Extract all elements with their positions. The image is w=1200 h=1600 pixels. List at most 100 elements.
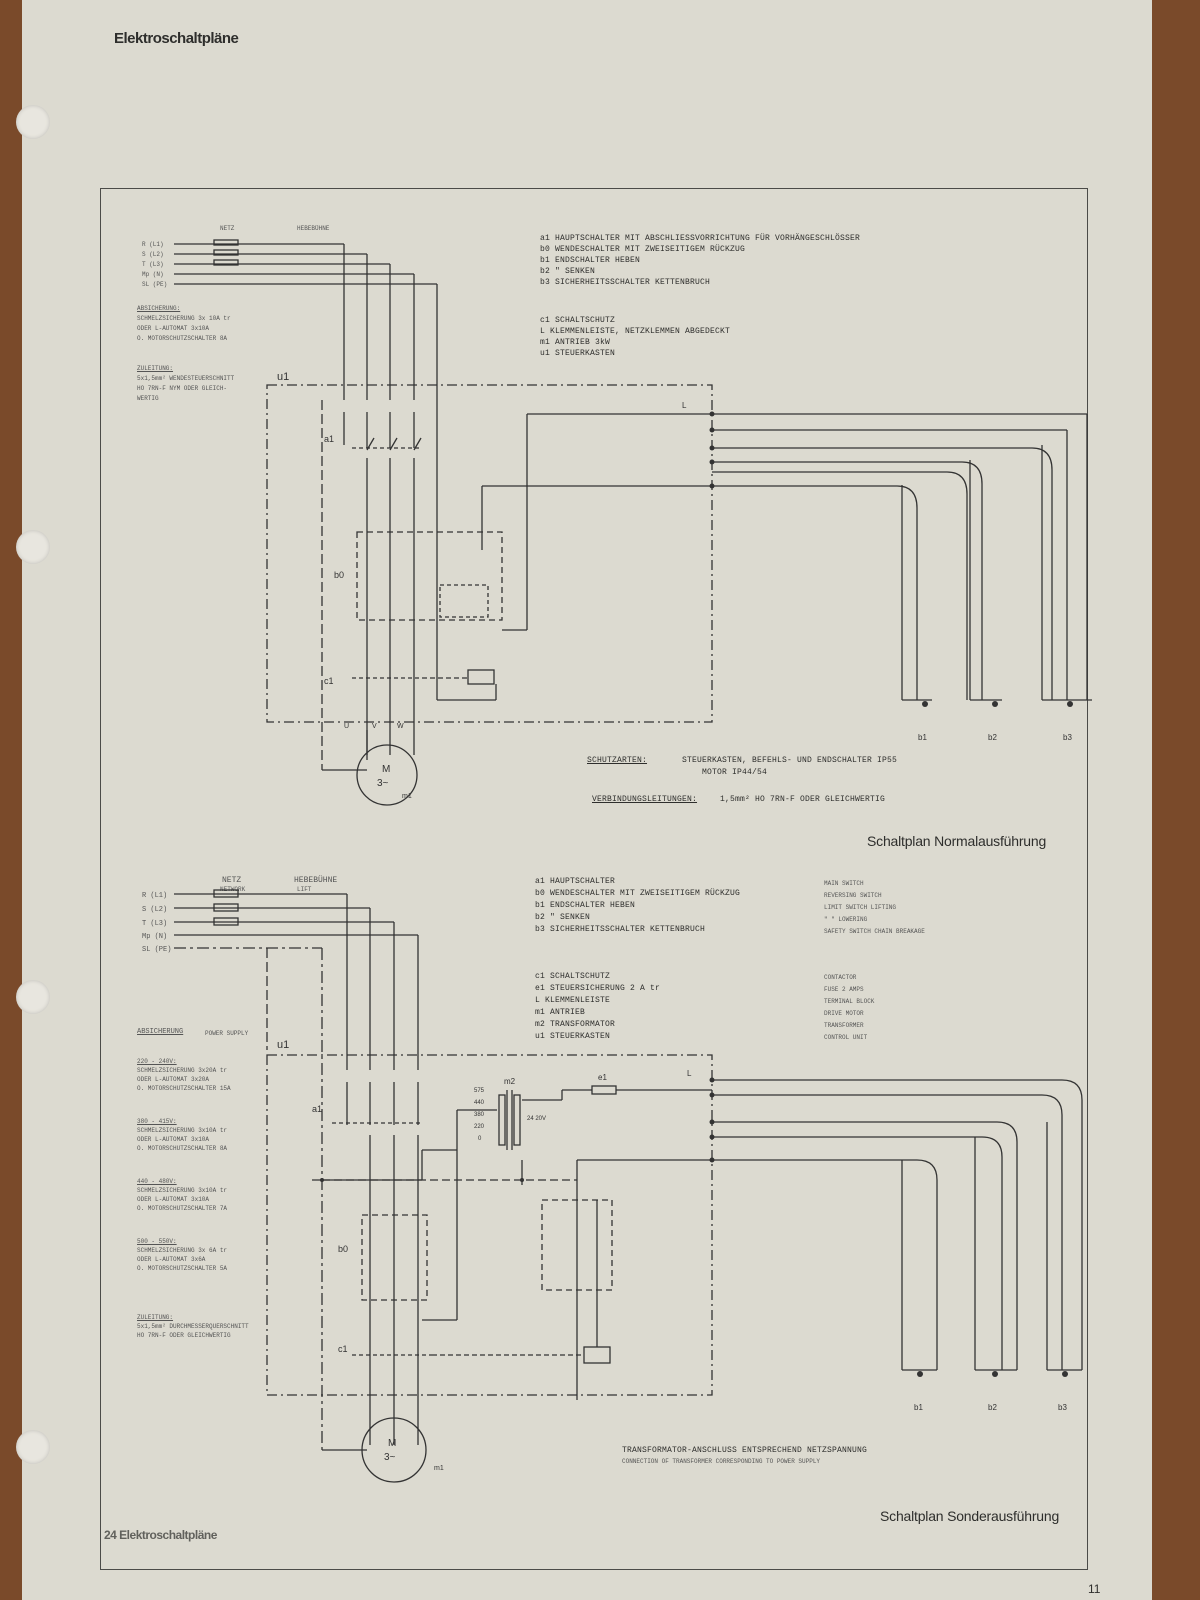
label-m1: m1 xyxy=(434,1465,444,1472)
fuse-note-line: 440 - 480V: xyxy=(137,1178,177,1185)
legend-item: e1 STEUERSICHERUNG 2 A tr xyxy=(535,984,661,993)
sheet-number: 11 xyxy=(1088,1582,1101,1596)
tap-label: 380 xyxy=(474,1112,485,1118)
legend-item-en: DRIVE MOTOR xyxy=(824,1010,864,1017)
connection-text: 1,5mm² HO 7RN-F ODER GLEICHWERTIG xyxy=(720,795,886,804)
limit-switch-label: b2 xyxy=(988,1403,997,1412)
motor-symbol: M xyxy=(388,1438,396,1449)
footnote: TRANSFORMATOR-ANSCHLUSS ENTSPRECHEND NET… xyxy=(622,1446,868,1455)
diagram-title: Schaltplan Normalausführung xyxy=(867,833,1047,849)
legend-item: a1 HAUPTSCHALTER xyxy=(535,877,616,886)
fuse-note-line: ODER L-AUTOMAT 3x6A xyxy=(137,1256,206,1263)
legend-item: b3 SICHERHEITSSCHALTER KETTENBRUCH xyxy=(535,925,706,934)
supply-note-line: HO 7RN-F NYM ODER GLEICH- xyxy=(137,385,228,392)
fuse-note-line: O. MOTORSCHUTZSCHALTER 8A xyxy=(137,1145,228,1152)
schematic-drawing: u1 a1 b0 c1 L U V W M 3~ m1 b1 b2 b3 u1 … xyxy=(174,239,1092,1483)
label-V: V xyxy=(372,723,377,730)
legend-item-en: " " LOWERING xyxy=(824,916,868,923)
label-c1: c1 xyxy=(324,676,334,686)
legend-item-en: LIMIT SWITCH LIFTING xyxy=(824,904,897,911)
lift-label: HEBEBÜHNE xyxy=(297,225,330,232)
supply-line-label: SL (PE) xyxy=(142,946,172,954)
fuse-note-line: ODER L-AUTOMAT 3x10A xyxy=(137,1136,210,1143)
protection-note-line: ABSICHERUNG: xyxy=(137,305,181,312)
legend-item: b2 " SENKEN xyxy=(540,267,596,276)
supply-line-label: R (L1) xyxy=(142,892,168,900)
legend-item: c1 SCHALTSCHUTZ xyxy=(535,972,611,981)
punch-hole xyxy=(16,105,50,139)
fuse-note-line: O. MOTORSCHUTZSCHALTER 7A xyxy=(137,1205,228,1212)
drawing-frame xyxy=(100,188,1088,1570)
label-L: L xyxy=(682,401,687,410)
tap-label: 575 xyxy=(474,1088,485,1094)
fuse-note-line: SCHMELZSICHERUNG 3x10A tr xyxy=(137,1127,228,1134)
legend-item: u1 STEUERKASTEN xyxy=(540,349,616,358)
supply-note-line: 5x1,5mm² WENDESTEUERSCHNITT xyxy=(137,375,235,382)
fuse-note-line: SCHMELZSICHERUNG 3x20A tr xyxy=(137,1067,228,1074)
tap-label: 440 xyxy=(474,1100,485,1106)
supply-line-label: Mp (N) xyxy=(142,933,168,941)
supply-line-label: T (L3) xyxy=(142,261,164,268)
legend-item: m2 TRANSFORMATOR xyxy=(535,1020,616,1029)
page-header: Elektroschaltpläne xyxy=(114,30,239,47)
legend-item: L KLEMMENLEISTE xyxy=(535,996,611,1005)
supply-note-line: 5x1,5mm² DURCHMESSERQUERSCHNITT xyxy=(137,1323,249,1330)
fuse-note-line: ODER L-AUTOMAT 3x20A xyxy=(137,1076,210,1083)
footer-page-label: 24 Elektroschaltpläne xyxy=(104,1528,217,1542)
label-b0: b0 xyxy=(334,570,344,580)
lift-label: HEBEBÜHNE xyxy=(294,876,338,885)
protection-note-line: ODER L-AUTOMAT 3x10A xyxy=(137,325,210,332)
legend-item: a1 HAUPTSCHALTER MIT ABSCHLIESSVORRICHTU… xyxy=(540,234,861,243)
label-m2: m2 xyxy=(504,1077,516,1086)
legend-item-en: REVERSING SWITCH xyxy=(824,892,882,899)
fuse-note-line: SCHMELZSICHERUNG 3x 6A tr xyxy=(137,1247,228,1254)
punch-hole xyxy=(16,1430,50,1464)
legend-item: m1 ANTRIEB 3kW xyxy=(540,338,611,347)
fuse-note-line: SCHMELZSICHERUNG 3x10A tr xyxy=(137,1187,228,1194)
label-W: W xyxy=(397,723,404,730)
protection-note-line: O. MOTORSCHUTZSCHALTER 8A xyxy=(137,335,228,342)
protection-note-line: SCHMELZSICHERUNG 3x 10A tr xyxy=(137,315,231,322)
legend-item: b0 WENDESCHALTER MIT ZWEISEITIGEM RÜCKZU… xyxy=(540,245,746,254)
motor-phase: 3~ xyxy=(377,778,389,789)
motor-symbol: M xyxy=(382,764,390,775)
label-c1: c1 xyxy=(338,1344,348,1354)
legend-item: c1 SCHALTSCHUTZ xyxy=(540,316,616,325)
supply-note-line: ZULEITUNG: xyxy=(137,365,174,372)
legend-item: b0 WENDESCHALTER MIT ZWEISEITIGEM RÜCKZU… xyxy=(535,889,741,898)
fuse-note-line: 500 - 550V: xyxy=(137,1238,177,1245)
legend-item: b3 SICHERHEITSSCHALTER KETTENBRUCH xyxy=(540,278,711,287)
supply-line-label: T (L3) xyxy=(142,920,168,928)
label-a1: a1 xyxy=(312,1104,322,1114)
fuse-note-line: 220 - 240V: xyxy=(137,1058,177,1065)
legend-item-en: FUSE 2 AMPS xyxy=(824,986,864,993)
legend-item-en: MAIN SWITCH xyxy=(824,880,864,887)
label-U: U xyxy=(344,723,349,730)
legend-item: u1 STEUERKASTEN xyxy=(535,1032,611,1041)
limit-switch-label: b3 xyxy=(1058,1403,1067,1412)
fuse-note-line: 380 - 415V: xyxy=(137,1118,177,1125)
label-b0: b0 xyxy=(338,1244,348,1254)
limit-switch-label: b2 xyxy=(988,733,997,742)
legend-item-en: SAFETY SWITCH CHAIN BREAKAGE xyxy=(824,928,925,935)
protection-text: STEUERKASTEN, BEFEHLS- UND ENDSCHALTER I… xyxy=(682,756,898,765)
connection-heading: VERBINDUNGSLEITUNGEN: xyxy=(592,795,698,804)
power-heading-en: POWER SUPPLY xyxy=(205,1030,249,1037)
footnote-en: CONNECTION OF TRANSFORMER CORRESPONDING … xyxy=(622,1458,821,1465)
net-label: NETZ xyxy=(220,225,235,232)
supply-note-line: WERTIG xyxy=(137,395,159,402)
protection-motor: MOTOR IP44/54 xyxy=(702,768,768,777)
punch-hole xyxy=(16,980,50,1014)
label-a1: a1 xyxy=(324,434,334,444)
diagram-title: Schaltplan Sonderausführung xyxy=(880,1508,1060,1524)
protection-heading: SCHUTZARTEN: xyxy=(587,756,648,765)
fuse-note-line: ODER L-AUTOMAT 3x10A xyxy=(137,1196,210,1203)
fuse-note-line: O. MOTORSCHUTZSCHALTER 5A xyxy=(137,1265,228,1272)
legend-item-en: CONTACTOR xyxy=(824,974,857,981)
label-m1: m1 xyxy=(402,793,412,800)
document-page: Elektroschaltpläne NETZ HEBEBÜHNE R (L1)… xyxy=(16,0,1152,1600)
limit-switch-label: b1 xyxy=(918,733,927,742)
legend-item: m1 ANTRIEB xyxy=(535,1008,586,1017)
lift-sub-label: LIFT xyxy=(297,886,312,893)
supply-line-label: SL (PE) xyxy=(142,281,168,288)
